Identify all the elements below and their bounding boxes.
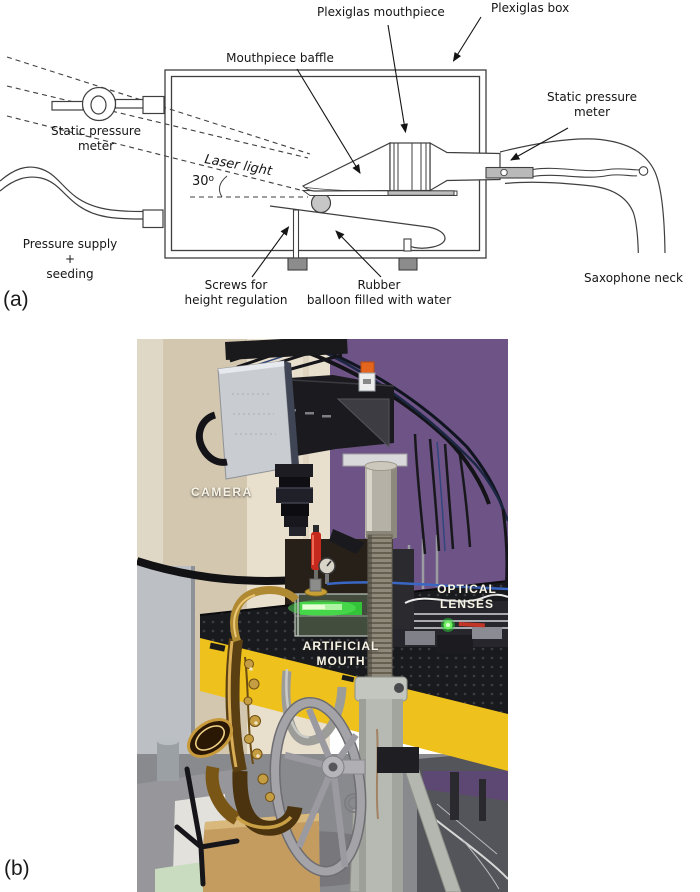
saxophone-bell	[187, 718, 233, 758]
saxophone-neck-outline	[499, 138, 666, 254]
static-pressure-meter-left-symbol	[51, 86, 165, 122]
angle-degree-sup: o	[208, 174, 215, 184]
angle-value: 30	[192, 174, 209, 189]
camera-handle	[196, 411, 228, 466]
saxophone-stand	[174, 766, 240, 887]
camera-bracket	[225, 339, 408, 538]
threaded-column	[366, 531, 394, 680]
label-static-pressure-meter-left: Static pressure meter	[51, 124, 141, 153]
saxophone	[174, 586, 303, 887]
label-saxophone-neck: Saxophone neck	[584, 271, 683, 285]
rubber-balloon-symbol	[310, 192, 332, 214]
label-arrows	[251, 16, 569, 278]
camera-lens	[275, 464, 313, 536]
hanging-cables	[413, 433, 472, 555]
setup-photograph: CAMERA OPTICAL LENSES ARTIFICIAL MOUTH	[137, 339, 508, 892]
label-plexiglas-box: Plexiglas box	[491, 1, 570, 15]
label-rubber-balloon: Rubber balloon filled with water	[306, 278, 452, 307]
lamp-shade	[329, 529, 365, 554]
handwheel	[269, 696, 367, 878]
cabinet	[137, 566, 195, 784]
camera-assembly	[196, 360, 313, 536]
pressure-supply-tube	[0, 166, 164, 229]
panel-a-tag: (a)	[3, 288, 29, 311]
angle-arc	[218, 175, 228, 198]
trigger-unit	[358, 361, 376, 392]
label-plexiglas-mouthpiece: Plexiglas mouthpiece	[317, 5, 445, 19]
schematic-diagram	[0, 16, 666, 278]
height-screws	[287, 209, 418, 271]
photo-label-camera: CAMERA	[191, 485, 253, 499]
label-static-pressure-meter-right: Static pressure meter	[547, 90, 637, 119]
label-mouthpiece-baffle: Mouthpiece baffle	[226, 51, 334, 65]
photo-label-optical-lenses: OPTICAL LENSES	[437, 582, 497, 611]
white-cable	[404, 593, 508, 604]
mouthpiece-drawing	[301, 141, 501, 192]
label-pressure-supply: Pressure supply + seeding	[22, 237, 118, 281]
blue-cable	[326, 581, 508, 591]
pressure-probe	[485, 166, 649, 179]
laser-beam-lines	[6, 56, 317, 198]
mount-plate	[389, 549, 414, 629]
clamp-and-gauge	[311, 525, 336, 594]
pipe-on-floor	[157, 737, 179, 781]
photo-label-artificial-mouth: ARTIFICIAL MOUTH	[302, 639, 380, 668]
panel-b-tag: (b)	[4, 857, 30, 880]
label-angle: 30o	[192, 174, 214, 189]
label-screws: Screws for height regulation	[184, 278, 288, 307]
artificial-mouth-box	[288, 578, 374, 637]
